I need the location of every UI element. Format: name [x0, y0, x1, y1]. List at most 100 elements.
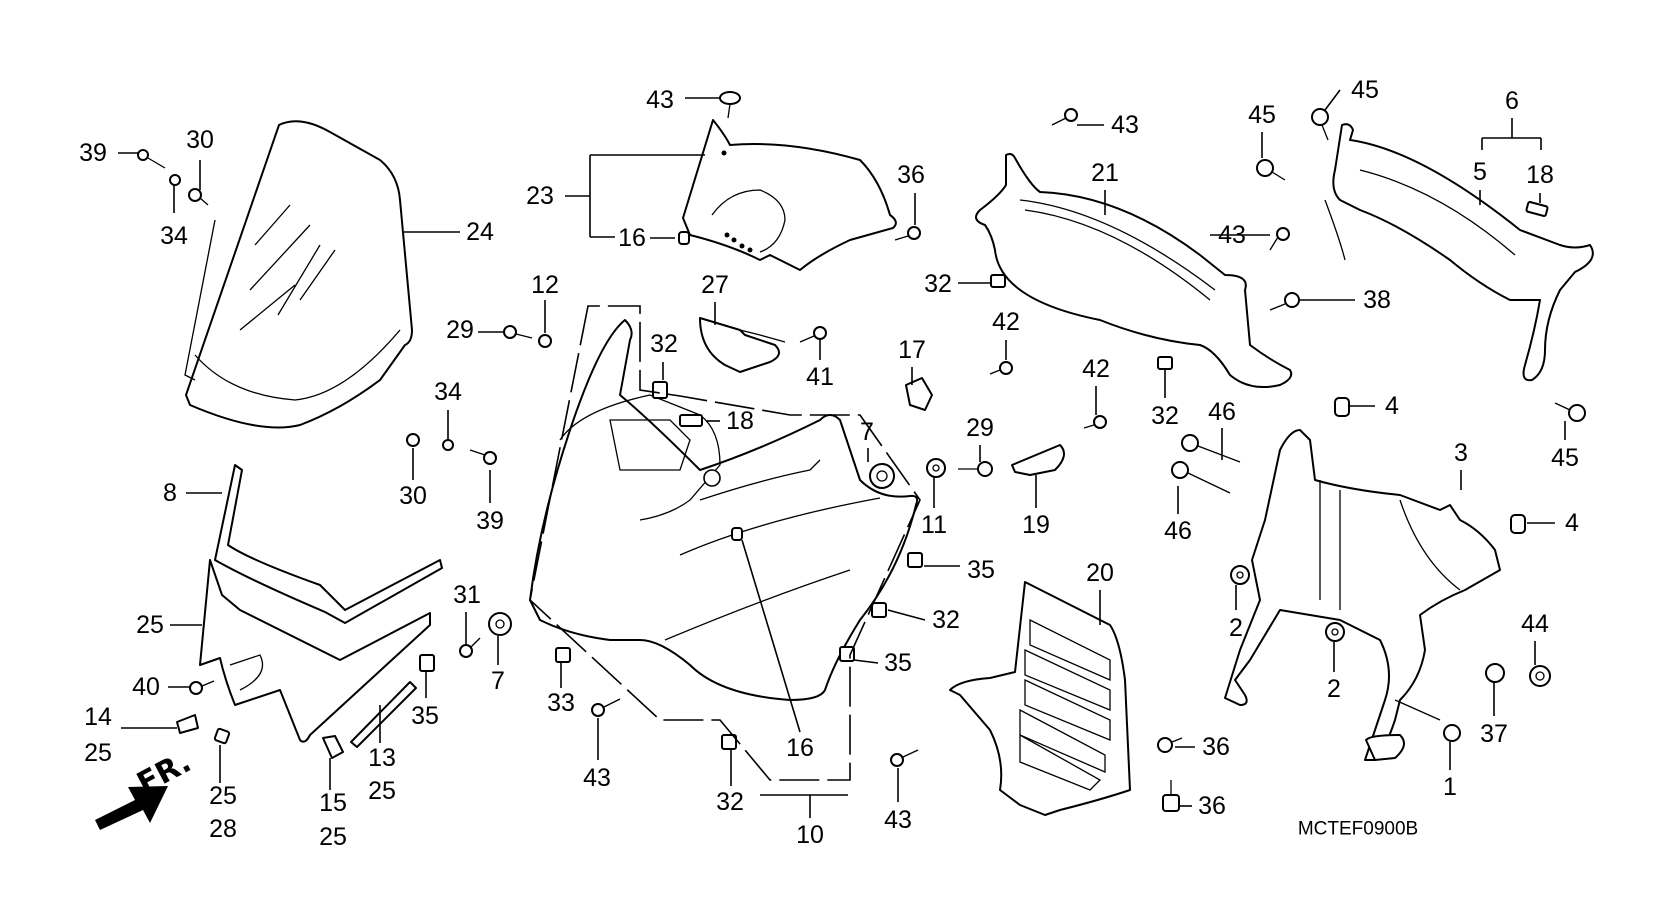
screw-43b	[591, 698, 621, 717]
clip-32b	[871, 602, 887, 618]
nut-44	[1529, 665, 1551, 687]
part-label: 46	[1164, 517, 1192, 545]
bolt-45c	[1554, 402, 1586, 422]
part-label: 3	[1454, 439, 1468, 467]
part-label: 11	[921, 511, 947, 539]
part-label: 2	[1327, 675, 1341, 703]
part-label: 42	[1082, 355, 1110, 383]
part-label: 14	[84, 703, 112, 731]
part-label: 24	[466, 218, 494, 246]
stay-part-5	[1324, 123, 1594, 382]
part-label: 16	[786, 734, 814, 762]
part-label: 20	[1086, 559, 1114, 587]
part-label: 36	[1198, 792, 1226, 820]
clip-32e	[1157, 356, 1173, 370]
part-label: 10	[796, 821, 824, 849]
part-label: 36	[897, 161, 925, 189]
inner-panel-part-23	[682, 119, 897, 271]
part-label: 19	[1022, 511, 1050, 539]
part-label: 7	[860, 418, 874, 446]
nut-4a	[1334, 397, 1350, 417]
part-label: 7	[491, 667, 505, 695]
grommet-7b	[488, 612, 512, 636]
part-label: 39	[79, 139, 107, 167]
part-label: 6	[1505, 87, 1519, 115]
screw-42b	[1083, 415, 1107, 429]
part-label: 43	[583, 764, 611, 792]
duct-part-27	[699, 317, 786, 373]
screw-43d	[1269, 227, 1290, 251]
part-label: 32	[650, 330, 678, 358]
part-label: 29	[446, 316, 474, 344]
part-label: 32	[924, 270, 952, 298]
part-label: 35	[411, 702, 439, 730]
part-label: 44	[1521, 610, 1549, 638]
screw-40	[189, 680, 215, 695]
screw-38	[1269, 292, 1300, 311]
part-label: 25	[84, 739, 112, 767]
main-stay-frame-part-3	[1224, 429, 1501, 761]
part-label: 35	[967, 556, 995, 584]
collar-30b	[406, 433, 420, 447]
washer-34a	[169, 174, 181, 186]
part-label: 34	[434, 378, 462, 406]
part-label: 45	[1351, 76, 1379, 104]
part-label: 32	[716, 788, 744, 816]
part-label: 37	[1480, 720, 1508, 748]
part-label: 45	[1551, 444, 1579, 472]
clip-16b	[731, 527, 743, 541]
part-label: 31	[453, 581, 481, 609]
washer-34b	[442, 439, 454, 451]
bolt-39b	[469, 449, 497, 465]
part-label: 25	[136, 611, 164, 639]
part-label: 43	[646, 86, 674, 114]
part-label: 4	[1565, 509, 1579, 537]
part-label: 30	[186, 126, 214, 154]
part-label: 38	[1363, 286, 1391, 314]
part-label: 39	[476, 507, 504, 535]
part-label: 43	[1218, 221, 1246, 249]
clip-33	[555, 647, 571, 663]
part-label: 33	[547, 689, 575, 717]
part-label: 27	[701, 271, 729, 299]
bolt-39a	[137, 149, 166, 169]
collar-11	[926, 458, 946, 478]
front-arrow-icon	[95, 786, 168, 830]
bolt-45b	[1256, 159, 1286, 181]
cap-15	[322, 735, 344, 759]
part-label: 17	[898, 336, 926, 364]
part-label: 13	[368, 744, 396, 772]
part-label: 2	[1229, 614, 1243, 642]
fasteners	[137, 91, 1586, 812]
part-label: 28	[209, 815, 237, 843]
part-label: 35	[884, 649, 912, 677]
screw-36c	[1162, 780, 1180, 812]
part-label: 43	[1111, 111, 1139, 139]
part-label: 32	[932, 606, 960, 634]
group-outline-10	[529, 305, 921, 781]
bolt-29a	[503, 325, 533, 339]
part-label: 43	[884, 806, 912, 834]
screw-36b	[1157, 737, 1183, 753]
vent-cover-part-20	[949, 581, 1131, 816]
front-cover-part-10	[529, 319, 919, 701]
clip-16a	[678, 231, 690, 245]
nut-4b	[1510, 514, 1526, 534]
part-label: 25	[319, 823, 347, 851]
bolt-29b	[958, 461, 993, 477]
part-label: 32	[1151, 402, 1179, 430]
part-label: 4	[1385, 392, 1399, 420]
pad-18b	[1525, 201, 1549, 217]
part-label: 25	[368, 777, 396, 805]
bolt-45a	[1311, 108, 1329, 141]
part-label: 36	[1202, 733, 1230, 761]
clip-32c	[721, 734, 737, 750]
screw-43e	[890, 749, 919, 767]
part-label: 18	[726, 407, 754, 435]
grommet-12	[538, 334, 552, 348]
grommet-7a	[869, 463, 895, 489]
part-label: 42	[992, 308, 1020, 336]
part-labels: 39 30 34 24 29 12 34 30 39 43 23 16 36 2…	[79, 76, 1579, 851]
leader-lines	[118, 89, 1566, 818]
